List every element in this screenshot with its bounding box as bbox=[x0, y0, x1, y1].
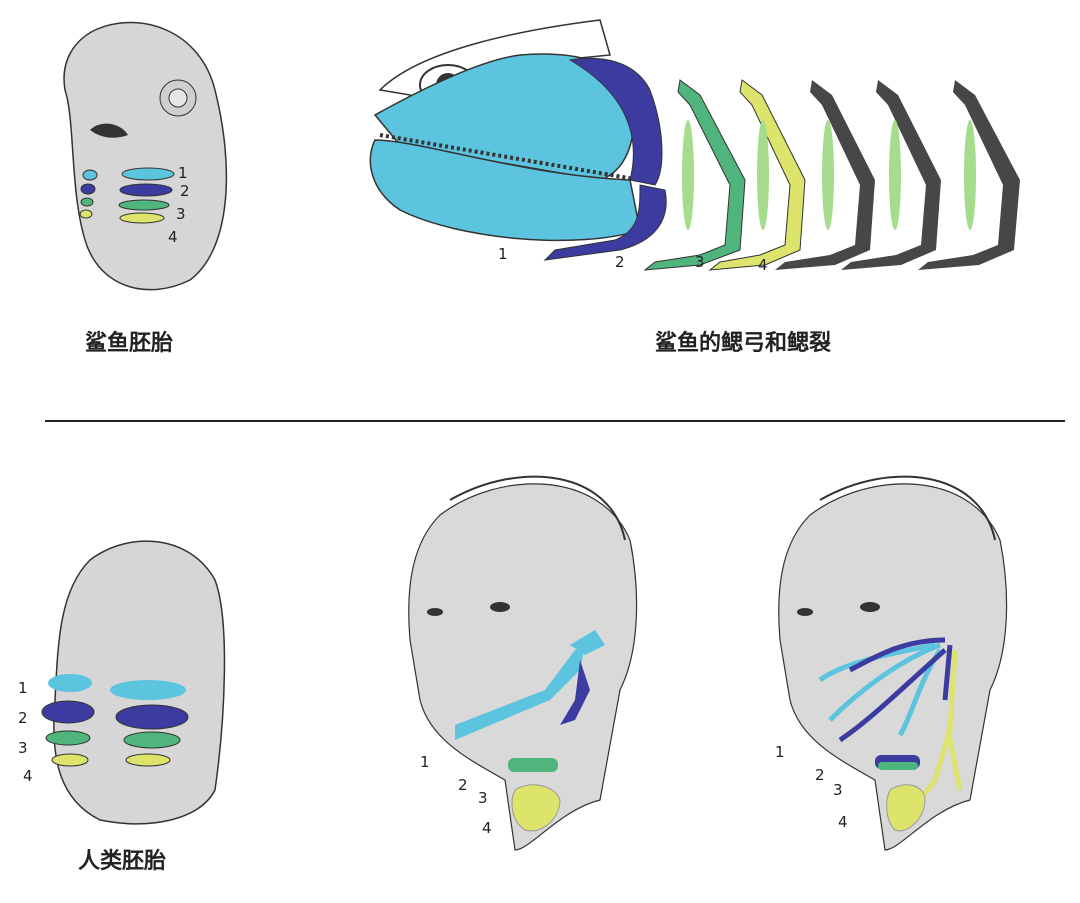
face2-label-3: 3 bbox=[833, 781, 843, 799]
shark-embryo-label-4: 4 bbox=[168, 228, 178, 246]
shark-arches-caption: 鲨鱼的鳃弓和鳃裂 bbox=[655, 330, 831, 356]
human-embryo-label-4: 4 bbox=[23, 767, 33, 785]
face1-label-2: 2 bbox=[458, 776, 468, 794]
face2-label-4: 4 bbox=[838, 813, 848, 831]
human-embryo-illustration bbox=[41, 540, 226, 825]
shark-gill-arches-illustration bbox=[369, 19, 1020, 271]
shark-arch-label-4: 4 bbox=[758, 256, 768, 274]
face2-label-2: 2 bbox=[815, 766, 825, 784]
human-embryo-label-1: 1 bbox=[18, 679, 28, 697]
human-embryo-label-2: 2 bbox=[18, 709, 28, 727]
shark-embryo-illustration bbox=[63, 21, 228, 291]
face2-label-1: 1 bbox=[775, 743, 785, 761]
face1-label-4: 4 bbox=[482, 819, 492, 837]
shark-embryo-label-3: 3 bbox=[176, 205, 186, 223]
shark-embryo-label-2: 2 bbox=[180, 182, 190, 200]
human-face-arches-illustration bbox=[408, 475, 638, 851]
shark-arch-label-3: 3 bbox=[695, 253, 705, 271]
shark-embryo-label-1: 1 bbox=[178, 164, 188, 182]
shark-arch-label-1: 1 bbox=[498, 245, 508, 263]
human-embryo-caption: 人类胚胎 bbox=[78, 848, 166, 874]
human-face-nerves-illustration bbox=[778, 475, 1008, 851]
shark-embryo-caption: 鲨鱼胚胎 bbox=[85, 330, 173, 356]
shark-arch-label-2: 2 bbox=[615, 253, 625, 271]
human-embryo-label-3: 3 bbox=[18, 739, 28, 757]
face1-label-3: 3 bbox=[478, 789, 488, 807]
face1-label-1: 1 bbox=[420, 753, 430, 771]
